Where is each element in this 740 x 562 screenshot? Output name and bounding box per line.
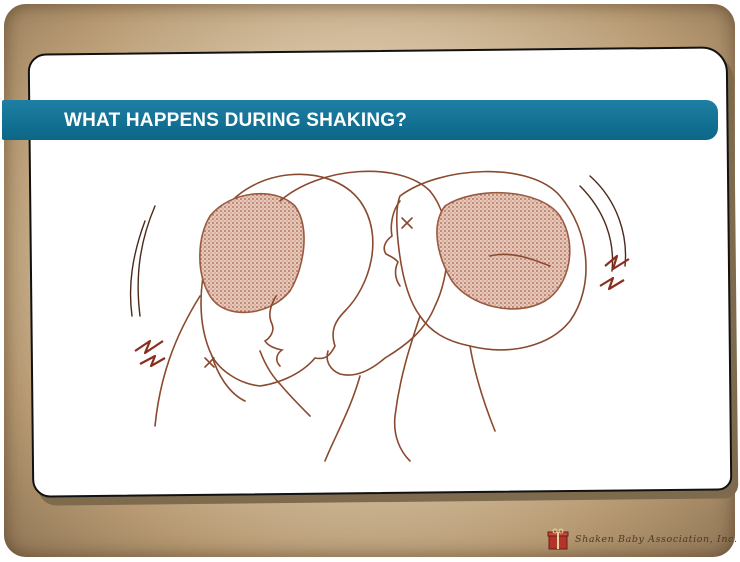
gift-box-logo-icon <box>547 528 569 550</box>
title-banner: WHAT HAPPENS DURING SHAKING? <box>2 100 718 140</box>
slide-title: WHAT HAPPENS DURING SHAKING? <box>64 110 407 132</box>
footer: Shaken Baby Association, Inc. <box>547 527 738 551</box>
infant-head-shaking-illustration <box>100 146 660 482</box>
footer-text: Shaken Baby Association, Inc. <box>575 534 738 545</box>
